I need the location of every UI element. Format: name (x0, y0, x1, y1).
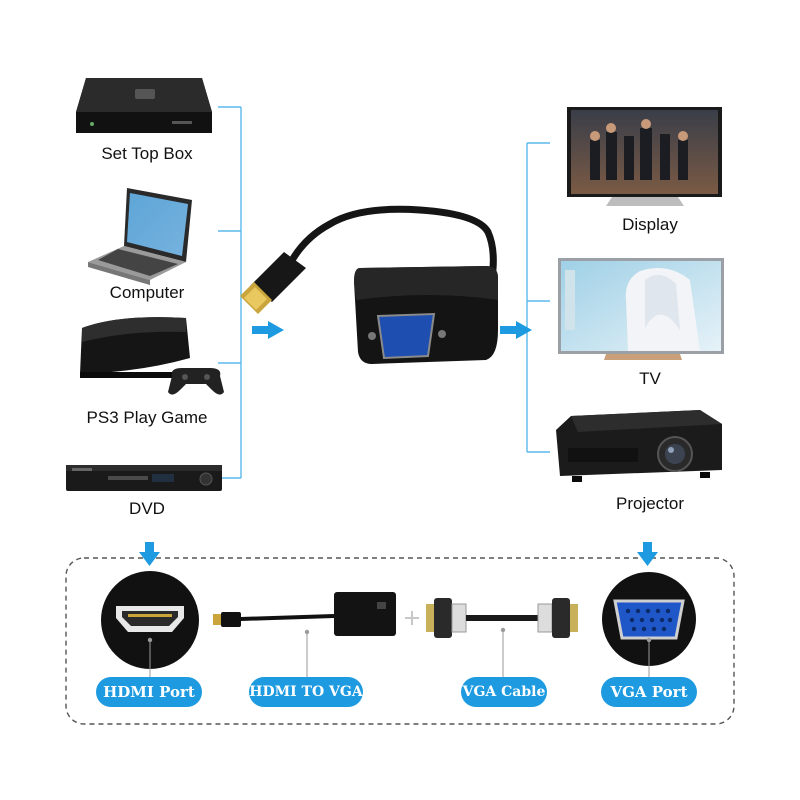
source-label-computer: Computer (109, 283, 185, 302)
down-arrow-left-icon (139, 542, 160, 566)
small-adapter-icon (213, 592, 396, 636)
projector-icon (556, 410, 722, 482)
dvd-player-icon (66, 465, 222, 491)
hdmi-port-badge: HDMI Port (96, 677, 202, 707)
vga-port-badge: VGA Port (601, 677, 697, 707)
output-label-projector: Projector (615, 494, 685, 513)
hdmi-to-vga-adapter-icon (240, 205, 498, 364)
tv-icon (558, 258, 724, 360)
down-arrow-right-icon (637, 542, 658, 566)
hdmi-port-icon (101, 571, 199, 669)
output-label-tv: TV (639, 369, 661, 388)
vga-cable-icon (426, 598, 578, 638)
plus-icon (405, 611, 419, 625)
monitor-icon (567, 107, 722, 206)
source-label-dvd: DVD (129, 499, 165, 518)
callout-dots (147, 627, 652, 643)
ports-panel-border (65, 557, 735, 725)
callout-lines (149, 630, 650, 678)
hdmi-to-vga-badge: HDMI TO VGA (249, 677, 363, 707)
vga-port-icon (602, 572, 696, 666)
output-bracket (526, 142, 550, 453)
source-label-set-top-box: Set Top Box (101, 144, 193, 163)
vga-cable-badge: VGA Cable (461, 677, 547, 707)
game-console-icon (80, 317, 224, 395)
output-arrow-icon (500, 321, 532, 339)
set-top-box-icon (76, 78, 212, 133)
output-label-display: Display (622, 215, 678, 234)
laptop-icon (88, 188, 192, 285)
input-arrow-icon (252, 321, 284, 339)
source-label-ps3: PS3 Play Game (86, 408, 208, 427)
